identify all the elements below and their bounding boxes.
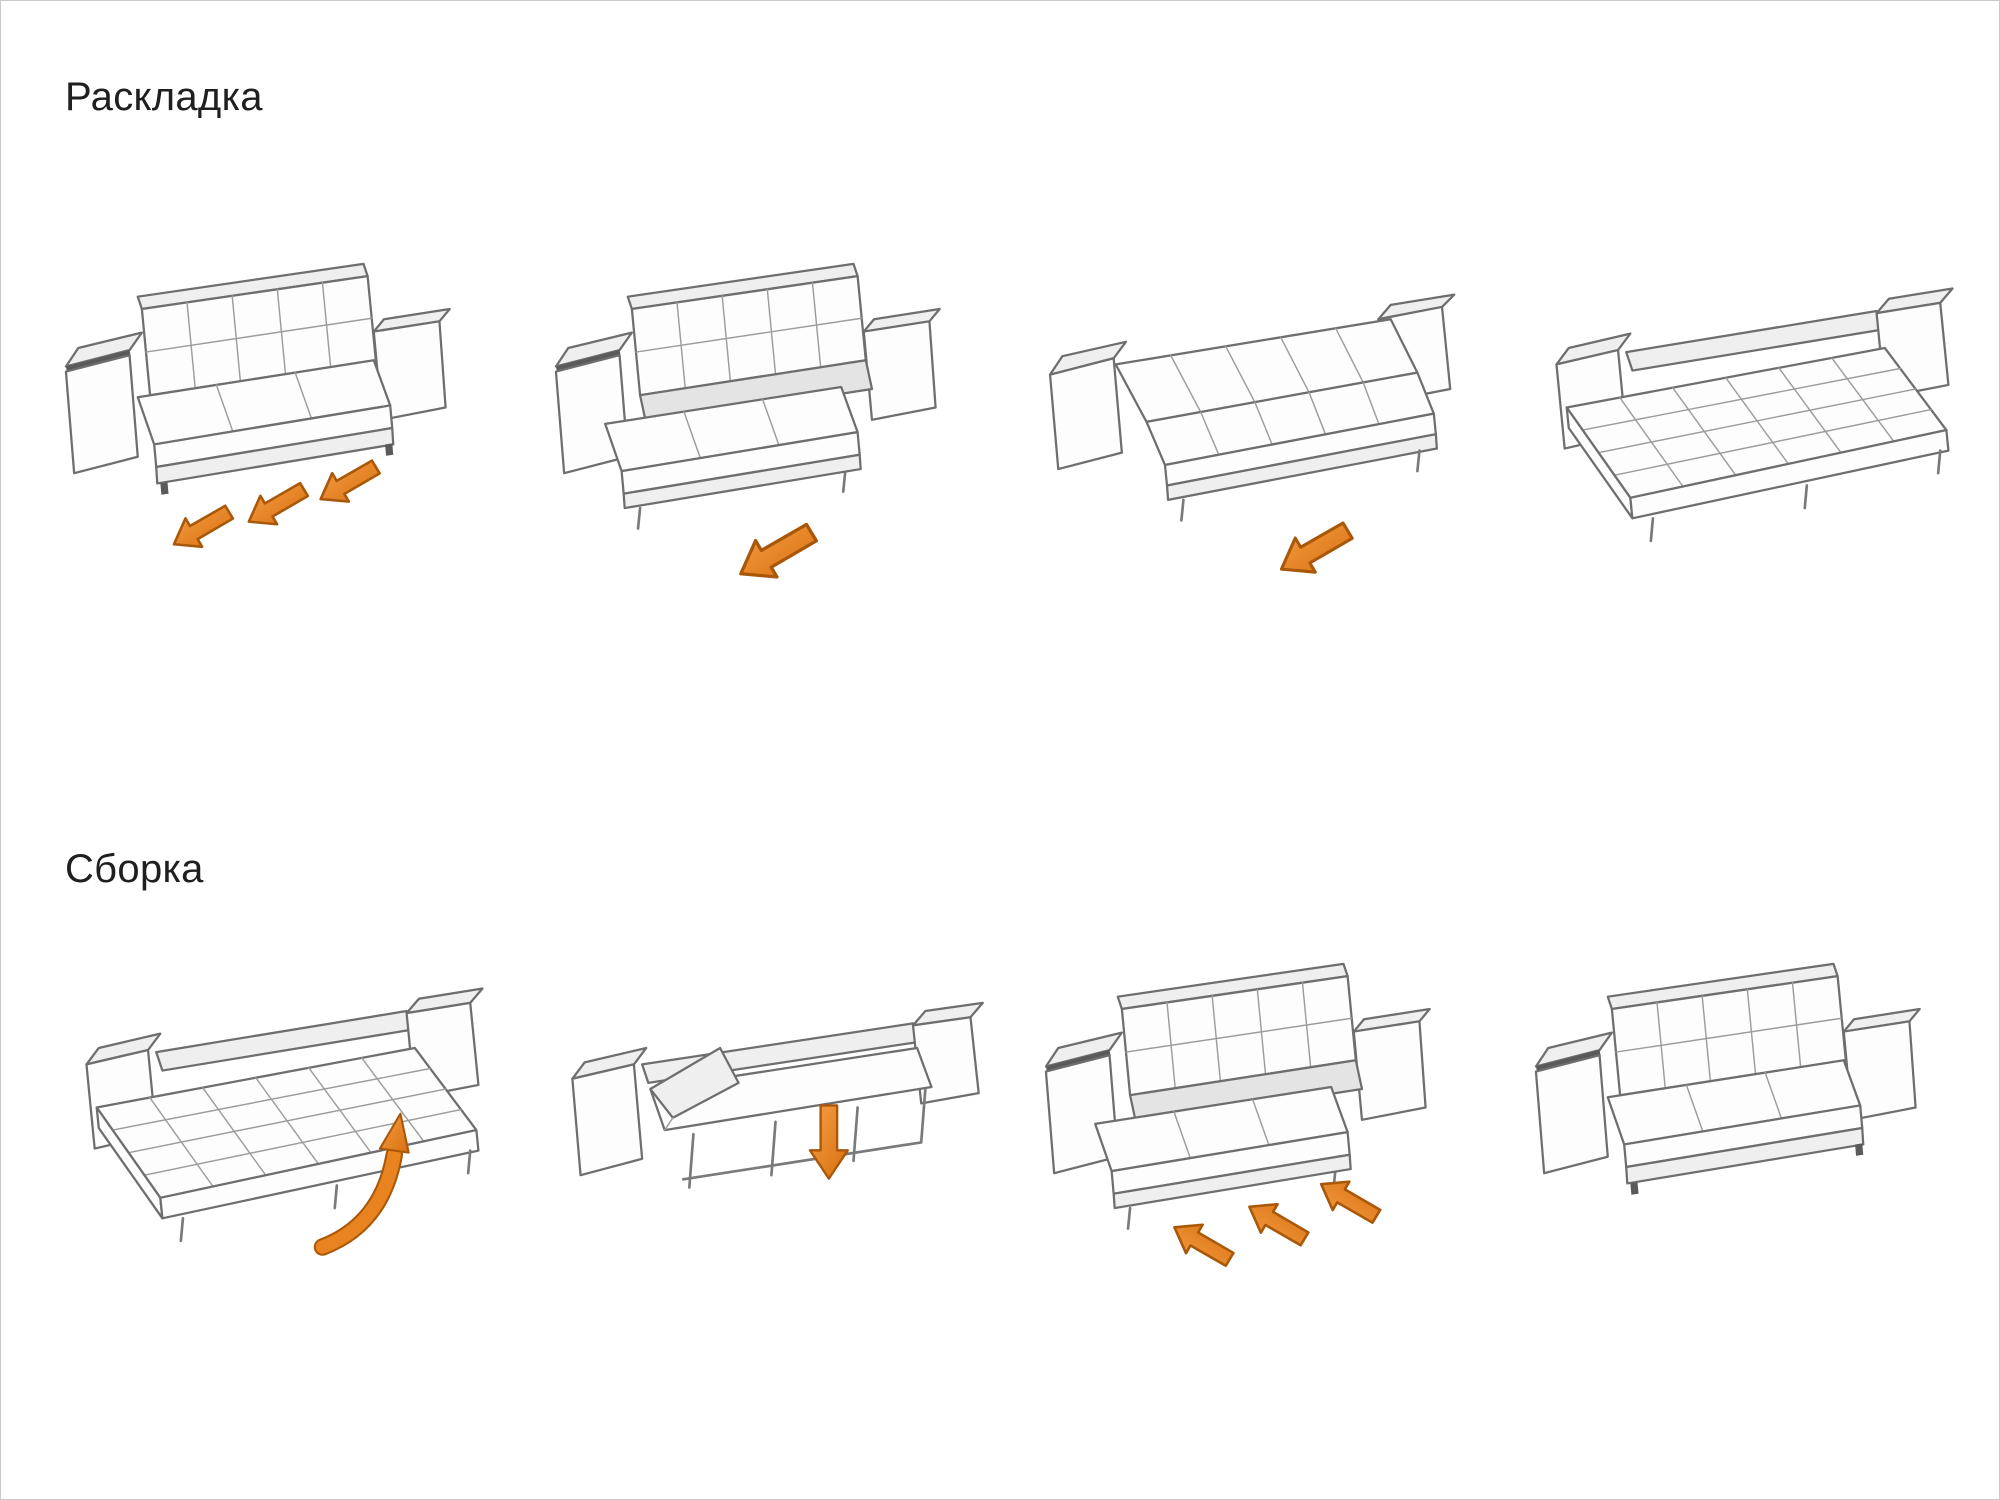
arrow-down-left-icon	[319, 458, 381, 503]
fold-step-3	[1005, 927, 1485, 1287]
section-title-unfold: Раскладка	[65, 75, 263, 119]
unfold-step-2	[515, 227, 995, 587]
arrow-down-left-icon	[247, 481, 310, 526]
arrow-down-icon	[808, 1103, 849, 1180]
sofa-closed-illustration	[1534, 962, 1921, 1196]
frame-folding-illustration	[571, 1001, 984, 1189]
push-in-arrows	[1173, 1179, 1382, 1267]
sofa-seat-pulled-illustration	[554, 262, 942, 579]
unfold-step-4	[1495, 227, 1975, 587]
bed-unfolded-illustration	[1555, 286, 1954, 542]
fold-step-4	[1495, 927, 1975, 1287]
arrow-down-left-icon	[739, 522, 819, 579]
arrow-down-left-icon	[1279, 520, 1354, 574]
unfold-steps-row	[25, 227, 1975, 587]
arrow-up-left-icon	[1173, 1222, 1235, 1267]
section-title-fold: Сборка	[65, 847, 204, 891]
unfold-step-3	[1005, 227, 1485, 587]
arrow-up-left-icon	[1248, 1202, 1310, 1247]
sofa-push-in-illustration	[1044, 962, 1432, 1267]
fold-step-2	[515, 927, 995, 1287]
fold-steps-row	[25, 927, 1975, 1287]
fold-step-1	[25, 927, 505, 1287]
arrow-up-left-icon	[1319, 1179, 1382, 1224]
sofa-backrest-reclined-illustration	[1048, 293, 1456, 574]
curved-lift-arrow-icon	[313, 1112, 410, 1256]
unfold-step-1	[25, 227, 505, 587]
sofa-closed-illustration	[64, 262, 451, 548]
bed-lift-edge-illustration	[85, 986, 484, 1256]
arrow-down-left-icon	[172, 503, 235, 548]
